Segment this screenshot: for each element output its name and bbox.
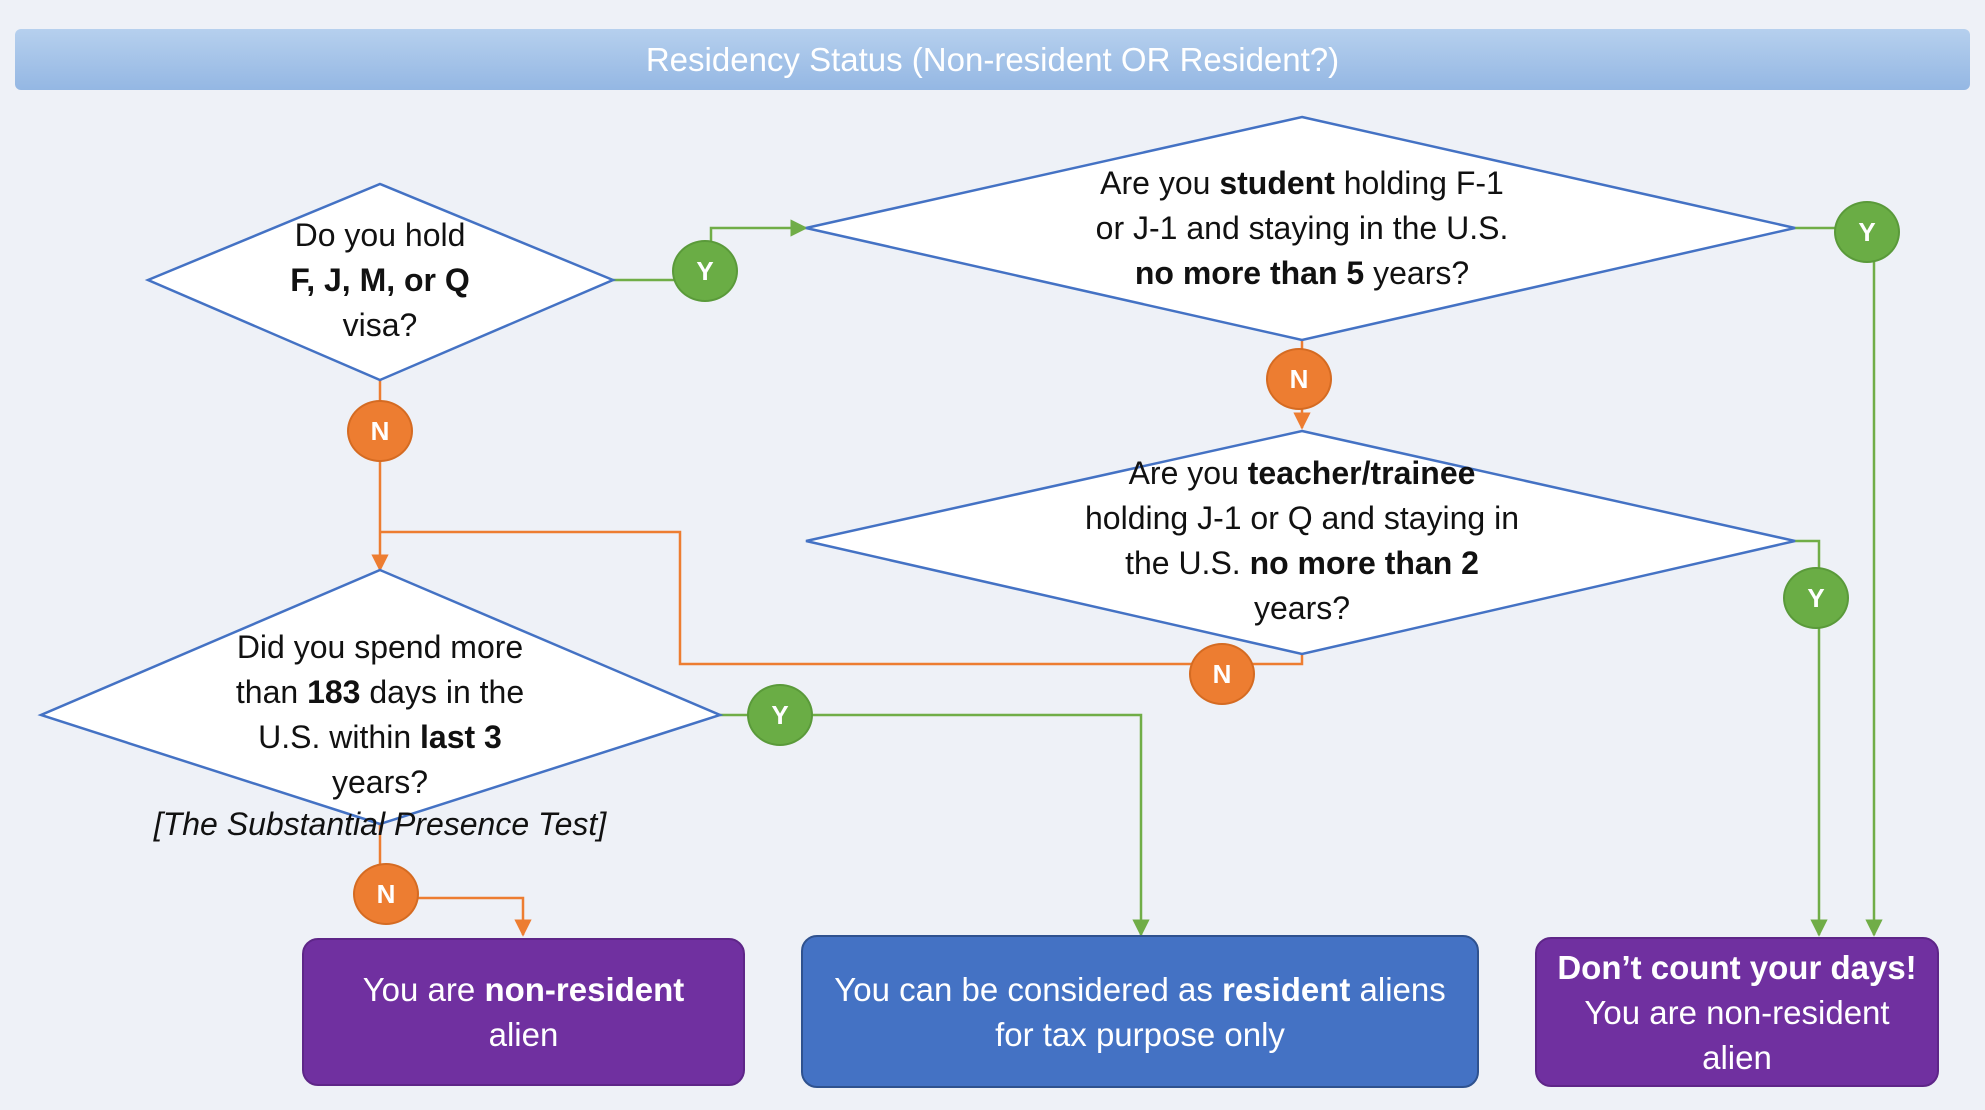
outcome-nonresident-line1: You are non-resident — [362, 971, 685, 1008]
question-presence-line5: [The Substantial Presence Test] — [153, 806, 607, 842]
question-visa-line1: Do you hold — [294, 217, 466, 253]
outcome-nonresident-line2: alien — [488, 1016, 559, 1053]
no-badge-student: N — [1266, 348, 1332, 410]
question-teacher-line1: Are you teacher/trainee — [1128, 455, 1476, 491]
question-presence-line2: than 183 days in the — [235, 674, 525, 710]
outcome-dont-count-line3: alien — [1702, 1038, 1772, 1076]
yes-badge-presence: Y — [747, 684, 813, 746]
connector-teacher-yes — [1795, 539, 1828, 937]
diagram-title: Residency Status (Non-resident OR Reside… — [15, 29, 1970, 90]
outcome-resident-line1: You can be considered as resident aliens — [834, 970, 1446, 1008]
decision-presence-diamond — [37, 568, 724, 826]
question-presence-line1: Did you spend more — [236, 629, 524, 665]
yes-badge-student: Y — [1834, 201, 1900, 263]
outcome-resident: You can be considered as resident aliens… — [801, 935, 1479, 1088]
question-presence-line4: years? — [331, 764, 429, 800]
no-badge-visa: N — [347, 400, 413, 462]
yes-badge-teacher: Y — [1783, 567, 1849, 629]
question-teacher-line4: years? — [1253, 590, 1351, 626]
question-student-text: Are you student holding F-1 or J-1 and s… — [1002, 161, 1602, 296]
question-visa-line2: F, J, M, or Q — [290, 262, 470, 298]
connector-teacher-no — [380, 530, 1304, 666]
decision-teacher-diamond — [805, 429, 1796, 656]
decision-visa-diamond — [144, 182, 617, 382]
outcome-dont-count-line2: You are non-resident — [1584, 993, 1890, 1031]
question-student-line1: Are you student holding F-1 — [1100, 165, 1504, 201]
question-student-line2: or J-1 and staying in the U.S. — [1095, 210, 1509, 246]
question-visa-text: Do you hold F, J, M, or Q visa? — [230, 213, 530, 348]
question-teacher-line3: the U.S. no more than 2 — [1125, 545, 1479, 581]
outcome-dont-count: Don’t count your days! You are non-resid… — [1535, 937, 1939, 1087]
question-presence-text: Did you spend more than 183 days in the … — [130, 625, 630, 843]
outcome-resident-line2: for tax purpose only — [995, 1015, 1285, 1053]
question-presence-line3: U.S. within last 3 — [258, 719, 502, 755]
question-student-line3: no more than 5 years? — [1134, 255, 1470, 291]
outcome-dont-count-line1: Don’t count your days! — [1557, 948, 1917, 986]
connector-presence-yes — [720, 713, 1150, 937]
no-badge-presence: N — [353, 863, 419, 925]
question-visa-line3: visa? — [342, 307, 418, 343]
outcome-nonresident: You are non-resident alien — [302, 938, 745, 1086]
decision-student-diamond — [805, 115, 1796, 342]
yes-badge-visa: Y — [672, 240, 738, 302]
connector-presence-no — [378, 824, 532, 937]
question-teacher-text: Are you teacher/trainee holding J-1 or Q… — [1002, 451, 1602, 631]
no-badge-teacher: N — [1189, 643, 1255, 705]
question-teacher-line2: holding J-1 or Q and staying in — [1084, 500, 1520, 536]
